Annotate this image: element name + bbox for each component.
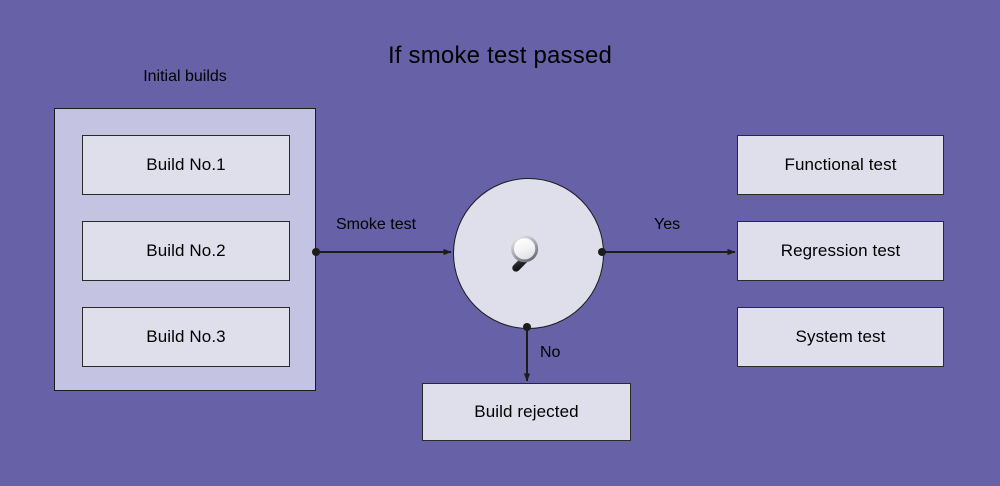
initial-builds-caption: Initial builds [143,68,227,85]
smoke-test-decision[interactable] [453,178,604,329]
edge-label-smoke-test: Smoke test [336,216,417,233]
regression-test-box[interactable]: Regression test [737,221,944,281]
build-no-1-box[interactable]: Build No.1 [82,135,290,195]
functional-test-box[interactable]: Functional test [737,135,944,195]
edge-decision-to-regression [598,248,736,256]
build-rejected-box[interactable]: Build rejected [422,383,631,441]
edge-decision-to-rejected [523,323,531,382]
edge-label-yes: Yes [654,216,681,233]
build-no-3-box[interactable]: Build No.3 [82,307,290,367]
build-no-2-box[interactable]: Build No.2 [82,221,290,281]
edge-builds-to-decision [312,248,452,256]
page-title: If smoke test passed [387,42,613,69]
edge-label-no: No [540,344,561,361]
system-test-box[interactable]: System test [737,307,944,367]
